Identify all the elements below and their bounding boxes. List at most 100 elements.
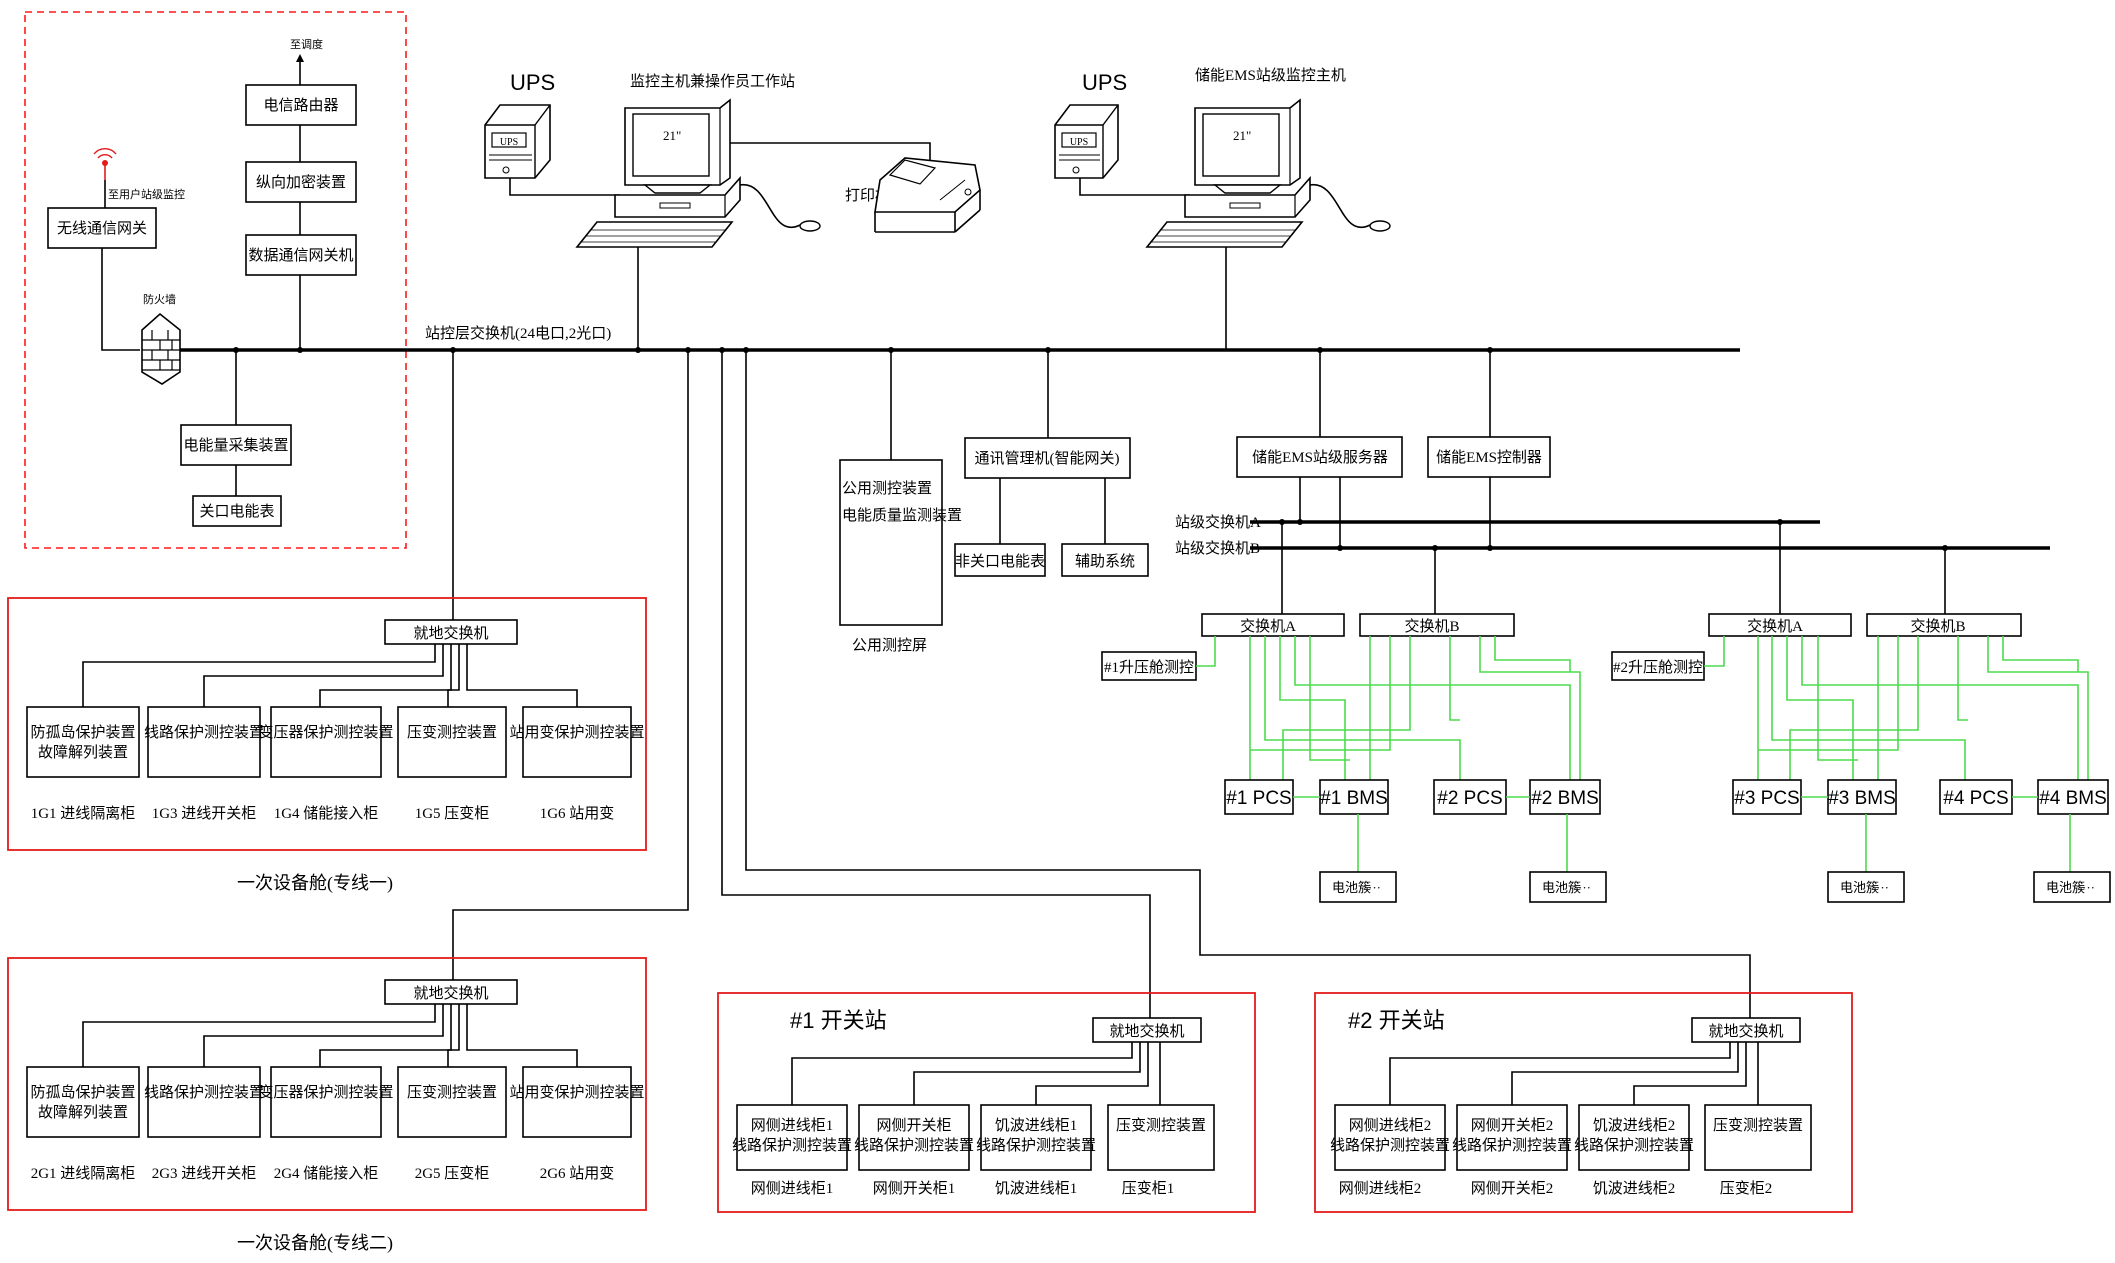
printer-cable <box>730 142 931 165</box>
keyboard-icon <box>575 221 734 248</box>
ems-host-label: 储能EMS站级监控主机 <box>1195 67 1346 84</box>
ems-controller-label: 储能EMS控制器 <box>1436 449 1542 466</box>
switch1-device-1-line1: 网侧进线柜1 <box>751 1117 834 1134</box>
cabin2-device-1-line1: 防孤岛保护装置 <box>30 1084 135 1101</box>
boost-2-label: #2升压舱测控 <box>1613 659 1703 676</box>
pcs-2-box <box>1433 779 1507 815</box>
pcs-2-label: #2 PCS <box>1437 788 1502 809</box>
cabin1-device-4-line1: 压变测控装置 <box>407 724 497 741</box>
switch1-device-3-line1: 饥波进线柜1 <box>995 1117 1078 1134</box>
workstation-label: 监控主机兼操作员工作站 <box>630 73 795 90</box>
battery-4-box <box>2033 871 2111 903</box>
bms-4-box <box>2037 779 2109 815</box>
ems-case-icon <box>1184 175 1311 218</box>
wireless-to-firewall-line <box>101 248 140 351</box>
switch2-device-2-line2: 线路保护测控装置 <box>1452 1137 1572 1154</box>
bms-2-label: #2 BMS <box>1531 788 1599 809</box>
cabin1-device-5-line1: 站用变保护测控装置 <box>509 724 644 741</box>
switch1-device-4-caption: 压变柜1 <box>1122 1180 1175 1197</box>
vertical-encryption-box <box>245 161 357 203</box>
cabin2-device-4-caption: 2G5 压变柜 <box>415 1165 490 1182</box>
battery-1-dots: ··· <box>1368 880 1381 895</box>
mouse-icon <box>799 220 821 232</box>
switch-b2-box <box>1866 613 2022 637</box>
cabin1-device-4-box <box>397 706 507 778</box>
storage-1-links <box>1249 636 1581 780</box>
drop-to-cabin2 <box>452 350 689 980</box>
vertical-encryption-label: 纵向加密装置 <box>256 174 346 191</box>
public-screen-caption: 公用测控屏 <box>852 637 927 654</box>
bms-1-label: #1 BMS <box>1320 788 1388 809</box>
ems-monitor-icon <box>1194 98 1301 194</box>
battery-2-label: 电池簇 <box>1542 880 1581 895</box>
non-gateway-meter-label: 非关口电能表 <box>955 553 1045 570</box>
cabin1-device-5-caption: 1G6 站用变 <box>540 805 615 822</box>
ems-keyboard-icon <box>1145 221 1304 248</box>
ems-server-label: 储能EMS站级服务器 <box>1252 449 1388 466</box>
cabin1-frame <box>7 597 647 851</box>
switch1-device-1-box <box>736 1104 848 1171</box>
workstation-case-icon <box>614 175 741 218</box>
cabin2-device-5-caption: 2G6 站用变 <box>540 1165 615 1182</box>
cabin2-device-2-caption: 2G3 进线开关柜 <box>152 1165 257 1182</box>
printer-icon <box>874 157 981 233</box>
ems-server-box <box>1236 436 1403 478</box>
switch1-device-1-line2: 线路保护测控装置 <box>732 1137 852 1154</box>
switch-a2-label: 交换机A <box>1747 617 1803 635</box>
energy-collector-box <box>180 424 292 466</box>
cabin2-device-3-caption: 2G4 储能接入柜 <box>274 1165 379 1182</box>
bms-1-box <box>1319 779 1389 815</box>
cabin2-device-5-box <box>522 1066 632 1138</box>
switch-b1-box <box>1359 613 1515 637</box>
switch2-device-2-line1: 网侧开关柜2 <box>1471 1117 1554 1134</box>
firewall-icon <box>141 312 181 385</box>
comm-manager-box <box>964 437 1131 479</box>
battery-3-label: 电池簇 <box>1840 880 1879 895</box>
switch1-local-switch-box <box>1092 1017 1202 1043</box>
battery-1-label: 电池簇 <box>1332 880 1371 895</box>
pcs-1-box <box>1224 779 1294 815</box>
cabin1-device-2-caption: 1G3 进线开关柜 <box>152 805 257 822</box>
switch-a2-box <box>1708 613 1852 637</box>
switch2-device-4-box <box>1704 1104 1812 1171</box>
antenna-icon <box>93 148 117 180</box>
ups-right-icon: UPS <box>1054 104 1119 179</box>
aux-system-box <box>1061 543 1149 577</box>
to-user-monitoring-label: 至用户站级监控 <box>108 187 185 201</box>
cabin1-local-switch-box <box>384 619 518 645</box>
cabin2-links <box>82 1004 578 1067</box>
switch1-device-2-line1: 网侧开关柜 <box>876 1117 951 1134</box>
cabin2-device-4-line1: 压变测控装置 <box>407 1084 497 1101</box>
data-gateway-box <box>245 234 357 276</box>
battery-3-box <box>1827 871 1905 903</box>
station-switch-b-label: 站级交换机B <box>1175 539 1260 557</box>
battery-4-label: 电池簇 <box>2046 880 2085 895</box>
cabin1-device-2-box <box>147 706 261 778</box>
pcs-3-label: #3 PCS <box>1734 788 1799 809</box>
switch2-device-1-line1: 网侧进线柜2 <box>1349 1117 1432 1134</box>
ups-right-cable <box>1079 178 1190 196</box>
switch2-frame <box>1314 992 1853 1213</box>
telecom-router-label: 电信路由器 <box>263 97 338 114</box>
public-screen-box <box>839 459 943 626</box>
switch1-device-4-line1: 压变测控装置 <box>1116 1117 1206 1134</box>
cabin1-device-5-box <box>522 706 632 778</box>
cabin2-devices: 防孤岛保护装置 故障解列装置 2G1 进线隔离柜 线路保护测控装置 2G3 进线… <box>26 1066 645 1182</box>
switch2-device-3-caption: 饥波进线柜2 <box>1593 1180 1676 1197</box>
switch2-device-4-line1: 压变测控装置 <box>1713 1117 1803 1134</box>
bms-3-label: #3 BMS <box>1828 788 1896 809</box>
cabin1-device-3-caption: 1G4 储能接入柜 <box>274 805 379 822</box>
switch-b2-label: 交换机B <box>1910 617 1965 635</box>
cabin2-device-4-box <box>397 1066 507 1138</box>
switch2-device-2-caption: 网侧开关柜2 <box>1471 1180 1554 1197</box>
cabin2-device-3-box <box>270 1066 382 1138</box>
cabin1-device-4-caption: 1G5 压变柜 <box>415 805 490 822</box>
ems-mouse-icon <box>1369 220 1391 232</box>
cabin1-devices: 防孤岛保护装置 故障解列装置 1G1 进线隔离柜 线路保护测控装置 1G3 进线… <box>26 706 645 822</box>
ups-left-cable <box>509 178 620 196</box>
to-dispatch-label: 至调度 <box>290 37 323 51</box>
cabin2-device-2-box <box>147 1066 261 1138</box>
cabin1-device-2-line1: 线路保护测控装置 <box>144 724 264 741</box>
